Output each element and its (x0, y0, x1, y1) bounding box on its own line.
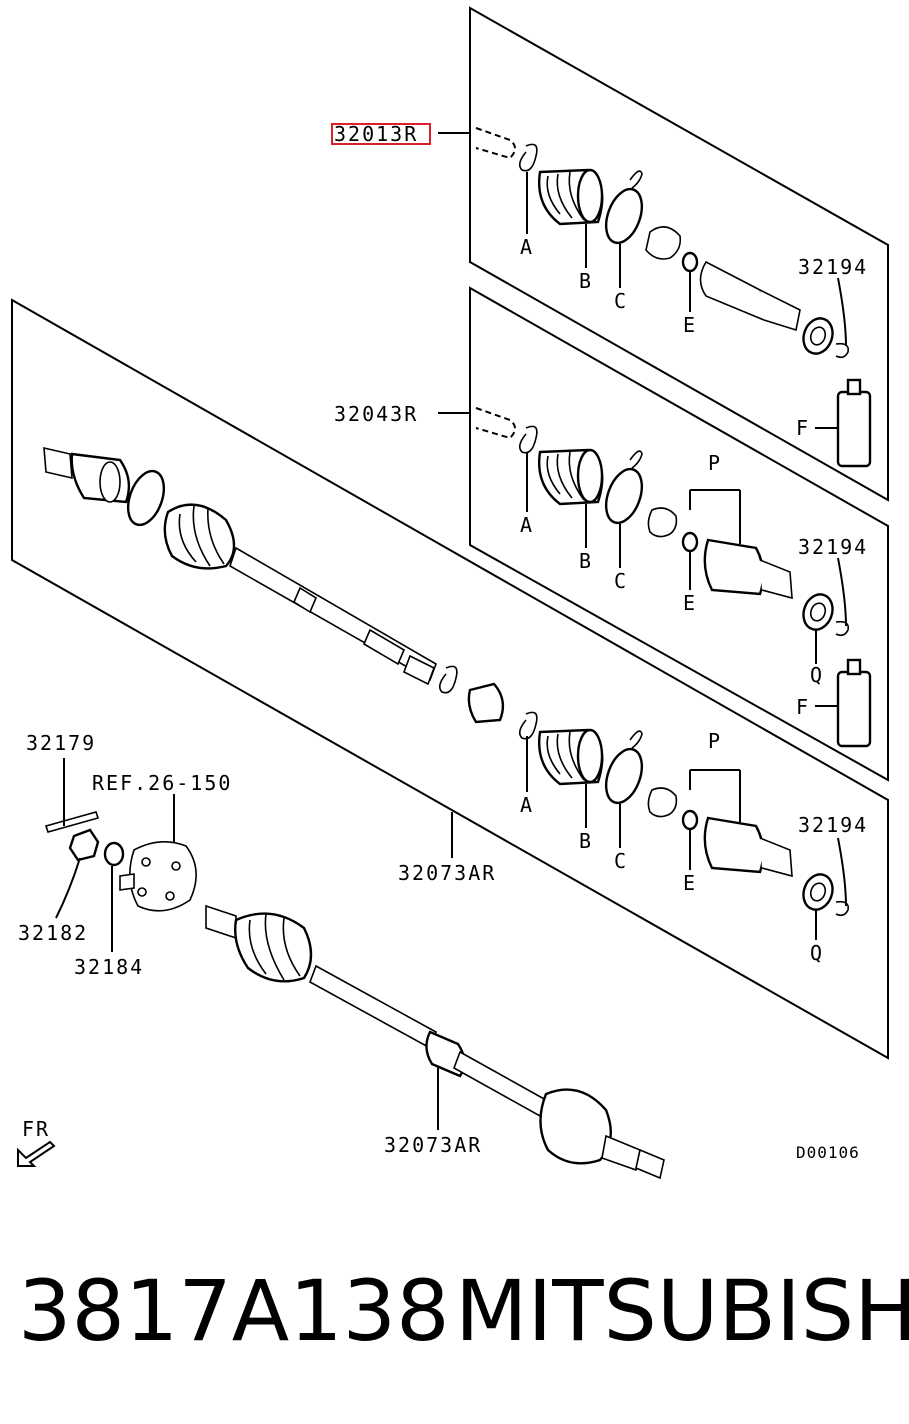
highlight-box (331, 123, 431, 145)
letter-b-3: B (579, 829, 593, 853)
callout-32194-a[interactable]: 32194 (798, 255, 868, 279)
callout-ref-26-150[interactable]: REF.26-150 (92, 771, 232, 795)
letter-e-3: E (683, 871, 697, 895)
callout-32182[interactable]: 32182 (18, 921, 88, 945)
part-number: 3817A138 (18, 1262, 450, 1360)
boot-kit-parts (475, 127, 872, 468)
letter-e-1: E (683, 313, 697, 337)
panel-joint-kit (469, 286, 889, 782)
brand-name: MITSUBISHI (455, 1262, 909, 1360)
leader-lines (55, 132, 847, 1130)
panel-shaft-assembly (11, 298, 889, 1060)
direction-label: FR (22, 1117, 50, 1141)
callout-32073ar-mid[interactable]: 32073AR (398, 861, 496, 885)
letter-b-2: B (579, 549, 593, 573)
letter-p-2: P (708, 451, 722, 475)
letter-c-2: C (614, 569, 628, 593)
letter-c-1: C (614, 289, 628, 313)
callout-32013r[interactable]: 32013R (334, 122, 418, 146)
letter-a-3: A (520, 793, 534, 817)
callout-32184[interactable]: 32184 (74, 955, 144, 979)
callout-labels: 32013R 32043R 32194 32194 32194 32073AR … (18, 122, 868, 1162)
letter-f-1: F (796, 416, 810, 440)
shaft-assembly-parts (43, 446, 850, 917)
hub-and-driveshaft (44, 811, 665, 1180)
letter-e-2: E (683, 591, 697, 615)
letter-c-3: C (614, 849, 628, 873)
callout-32179[interactable]: 32179 (26, 731, 96, 755)
callout-32194-c[interactable]: 32194 (798, 813, 868, 837)
letter-labels: A B C E F A B C E P Q F A B C E P Q (520, 235, 824, 965)
letter-f-2: F (796, 695, 810, 719)
letter-q-2: Q (810, 663, 824, 687)
letter-a-2: A (520, 513, 534, 537)
footer: 3817A138 MITSUBISHI (0, 1262, 909, 1372)
joint-kit-parts (475, 407, 872, 748)
direction-arrow-icon (17, 1140, 56, 1167)
panel-boot-kit (469, 6, 889, 502)
callout-32073ar-bottom[interactable]: 32073AR (384, 1133, 482, 1157)
letter-a-1: A (520, 235, 534, 259)
letter-q-3: Q (810, 941, 824, 965)
diagram-code: D00106 (796, 1143, 860, 1162)
callout-32043r[interactable]: 32043R (334, 402, 418, 426)
letter-p-3: P (708, 729, 722, 753)
callout-32194-b[interactable]: 32194 (798, 535, 868, 559)
letter-b-1: B (579, 269, 593, 293)
